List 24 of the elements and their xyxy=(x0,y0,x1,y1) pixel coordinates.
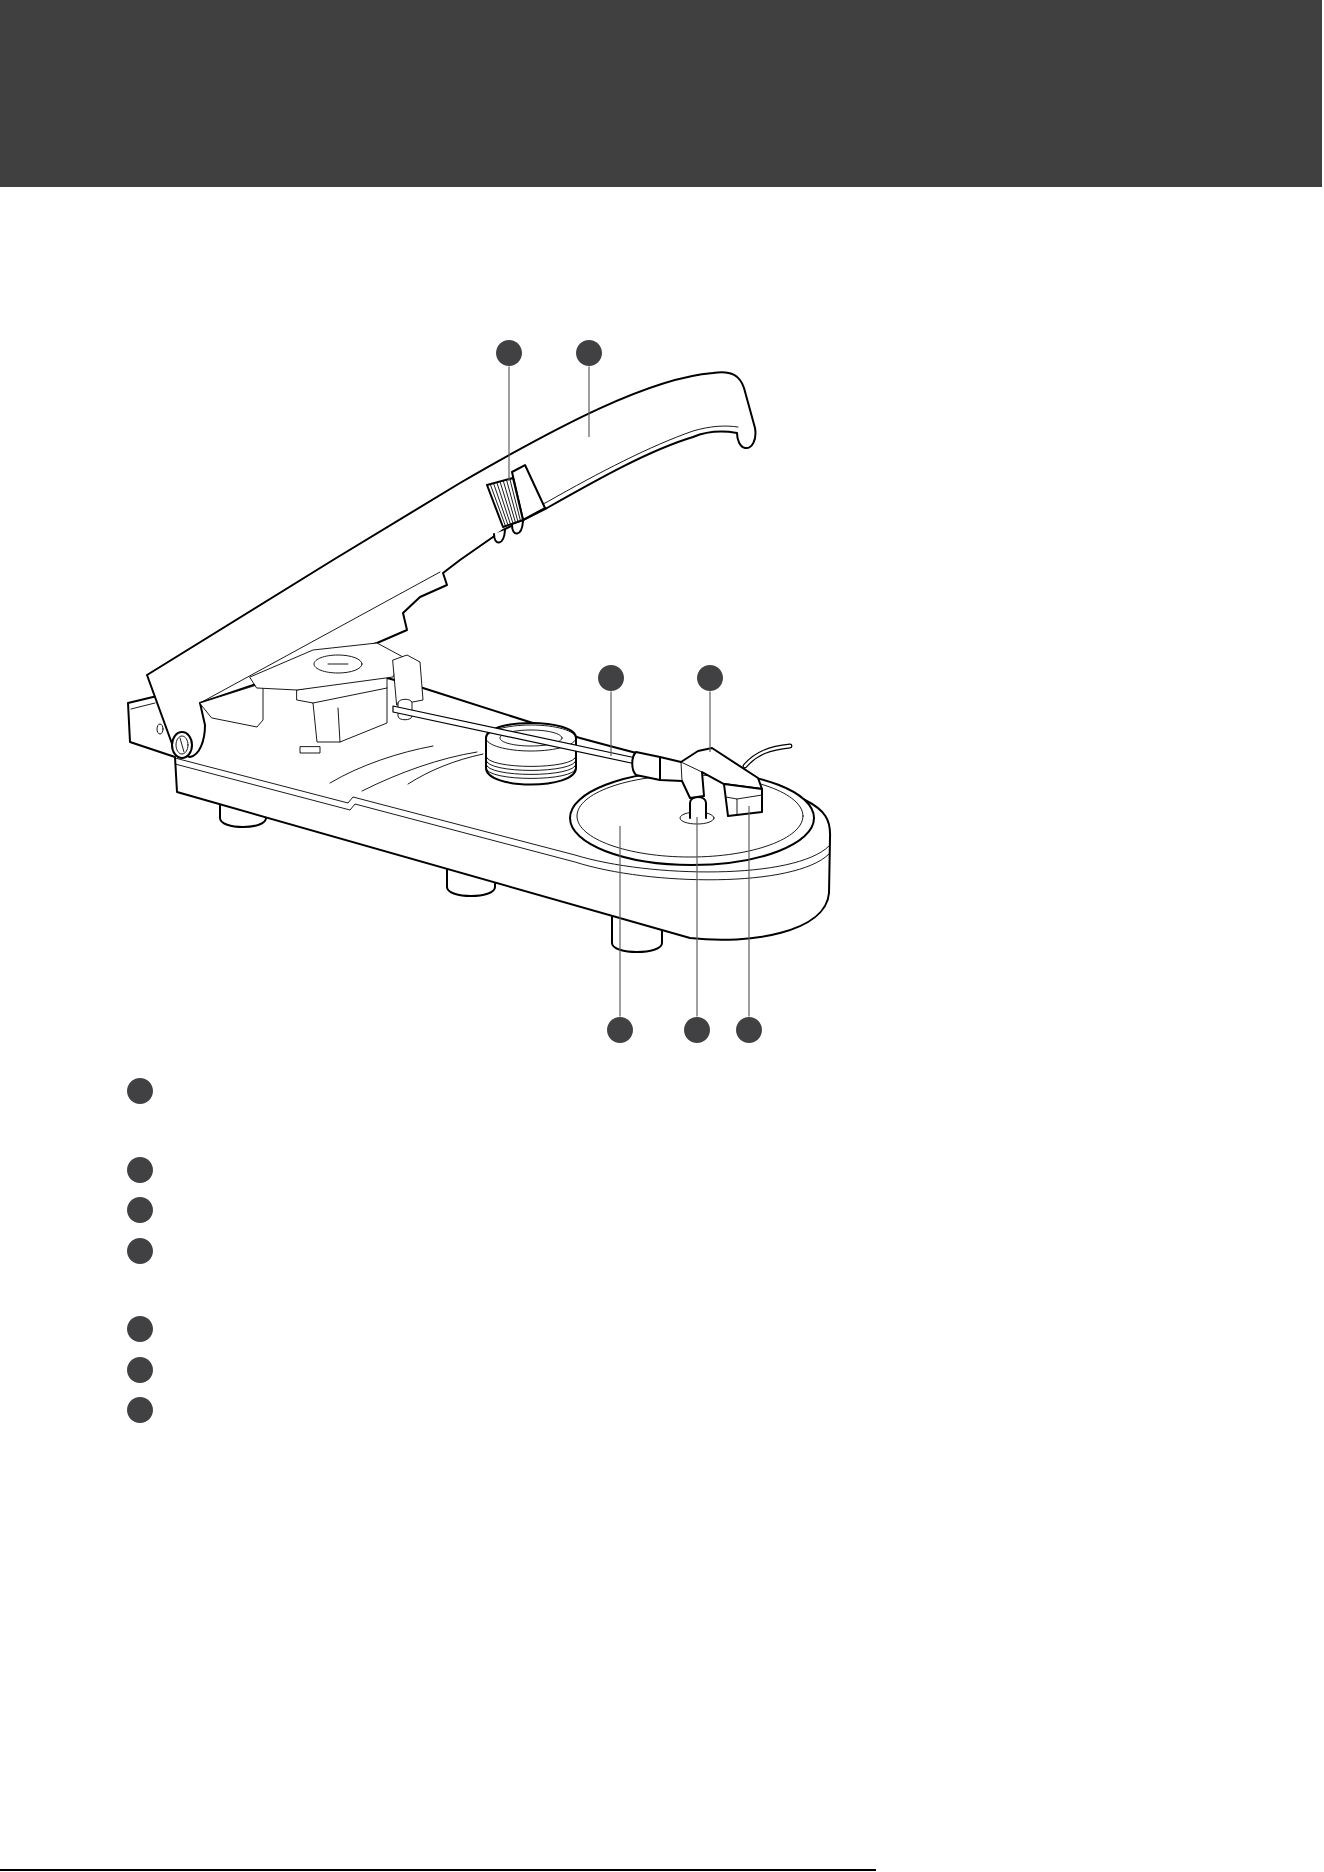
bullet-dot xyxy=(127,1238,153,1264)
leader-line xyxy=(696,816,698,1018)
callout-dot xyxy=(684,1017,710,1043)
bullet-dot xyxy=(127,1157,153,1183)
callout-dot xyxy=(496,340,522,366)
callout-dot xyxy=(697,665,723,691)
bullet-dot xyxy=(127,1316,153,1342)
leader-line xyxy=(619,825,621,1018)
headshell xyxy=(659,743,793,799)
bullet-dot xyxy=(127,1078,153,1104)
bullet-dot xyxy=(127,1357,153,1383)
leader-line xyxy=(748,805,750,1018)
leader-line xyxy=(588,365,590,438)
callout-dot xyxy=(736,1017,762,1043)
leader-line xyxy=(610,690,612,757)
leader-line xyxy=(709,690,711,753)
spindle xyxy=(679,796,715,825)
callout-dot xyxy=(576,340,602,366)
leader-line xyxy=(508,365,510,482)
callout-dot xyxy=(607,1017,633,1043)
bullet-dot xyxy=(127,1197,153,1223)
bullet-dot xyxy=(127,1397,153,1423)
ridged-knob xyxy=(486,464,546,528)
callout-dot xyxy=(598,665,624,691)
